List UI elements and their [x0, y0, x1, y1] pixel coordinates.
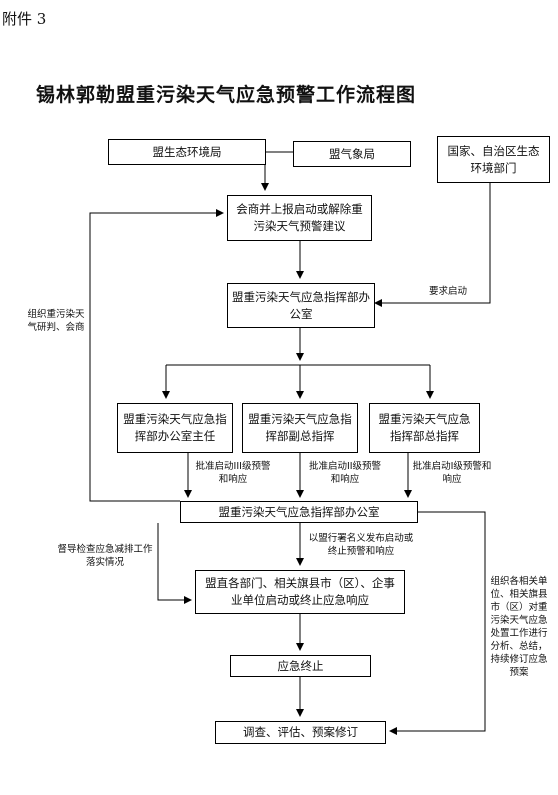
box-text: 国家、自治区生态环境部门: [447, 143, 540, 175]
box-text: 盟重污染天气应急指挥部副总指挥: [248, 412, 352, 443]
box-ecology-bureau: 盟生态环境局: [108, 139, 266, 165]
box-text: 盟重污染天气应急指挥部办公室: [232, 289, 370, 321]
box-office-director: 盟重污染天气应急指挥部办公室主任: [117, 403, 233, 453]
box-commander: 盟重污染天气应急指挥部总指挥: [369, 403, 480, 453]
box-national-dept: 国家、自治区生态环境部门: [437, 136, 550, 183]
box-text: 盟重污染天气应急指挥部总指挥: [378, 412, 471, 443]
box-text: 调查、评估、预案修订: [243, 725, 358, 739]
label-approve-level-1: 批准启动I级预警和响应: [412, 461, 492, 485]
connector-arrow: [157, 523, 192, 604]
label-publish: 以盟行署名义发布启动或终止预警和响应: [308, 533, 414, 557]
box-text: 盟生态环境局: [152, 144, 222, 159]
label-supervise: 督导检查应急减排工作落实情况: [57, 544, 153, 568]
box-text: 盟气象局: [329, 146, 375, 161]
connector-arrow: [89, 209, 224, 502]
box-units-response: 盟直各部门、相关旗县市（区）、企事业单位启动或终止应急响应: [195, 570, 405, 614]
label-organize-research: 组织重污染天气研判、会商: [27, 309, 85, 333]
box-text: 应急终止: [277, 658, 324, 673]
label-approve-level-2: 批准启动II级预警和响应: [308, 461, 382, 485]
box-text: 盟重污染天气应急指挥部办公室主任: [123, 412, 227, 443]
annex-label: 附件 3: [2, 10, 47, 28]
box-review: 调查、评估、预案修订: [215, 721, 386, 744]
label-organize-summary: 组织各相关单位、相关旗县市（区）对重污染天气应急处置工作进行分析、总结，持续修订…: [490, 576, 548, 678]
box-weather-bureau: 盟气象局: [293, 141, 411, 167]
box-text: 盟重污染天气应急指挥部办公室: [218, 504, 380, 519]
connector-arrow: [374, 183, 491, 307]
label-request-start: 要求启动: [428, 286, 467, 297]
box-terminate: 应急终止: [230, 655, 371, 677]
box-command-office-2: 盟重污染天气应急指挥部办公室: [180, 501, 418, 523]
box-text: 盟直各部门、相关旗县市（区）、企事业单位启动或终止应急响应: [205, 576, 395, 607]
page-title: 锡林郭勒盟重污染天气应急预警工作流程图: [36, 84, 417, 106]
box-vice-commander: 盟重污染天气应急指挥部副总指挥: [242, 403, 358, 453]
connector-arrow: [389, 511, 486, 735]
box-consult: 会商并上报启动或解除重污染天气预警建议: [227, 195, 372, 241]
label-approve-level-3: 批准启动III级预警和响应: [195, 461, 271, 485]
box-text: 会商并上报启动或解除重污染天气预警建议: [236, 202, 363, 233]
box-command-office: 盟重污染天气应急指挥部办公室: [227, 283, 375, 328]
